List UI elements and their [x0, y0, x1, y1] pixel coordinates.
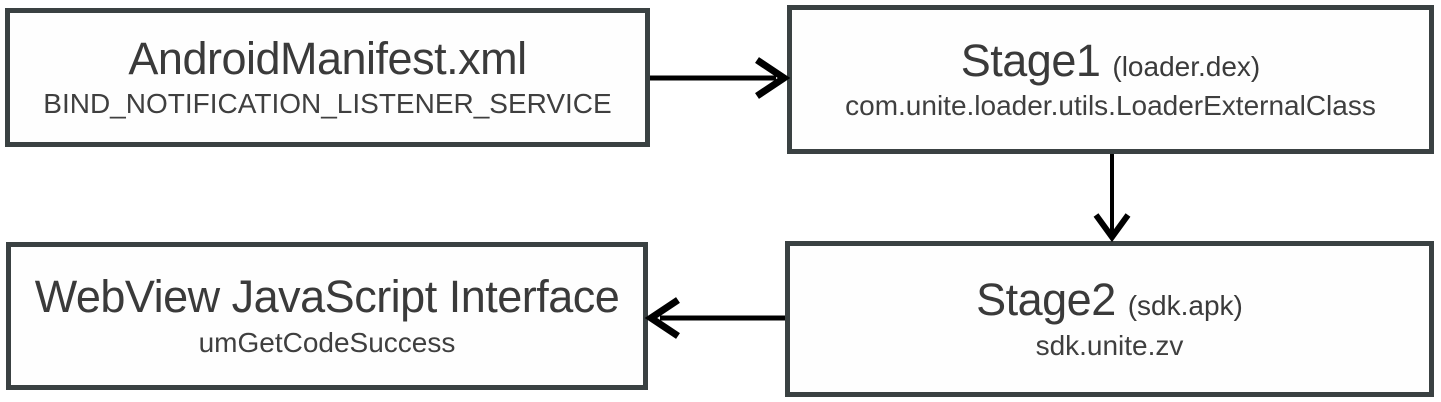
arrow-manifest-to-stage1 [650, 57, 791, 99]
node-webview-title: WebView JavaScript Interface [34, 271, 620, 323]
node-stage1-title-suffix: (loader.dex) [1112, 50, 1261, 82]
node-webview: WebView JavaScript Interface umGetCodeSu… [6, 242, 648, 390]
arrow-stage1-to-stage2 [1093, 154, 1131, 243]
node-stage1: Stage1 (loader.dex) com.unite.loader.uti… [787, 5, 1434, 154]
node-androidmanifest: AndroidManifest.xml BIND_NOTIFICATION_LI… [5, 8, 650, 147]
node-stage2-title-row: Stage2 (sdk.apk) [976, 274, 1243, 326]
node-stage1-title-row: Stage1 (loader.dex) [960, 34, 1261, 86]
node-androidmanifest-subtitle: BIND_NOTIFICATION_LISTENER_SERVICE [43, 88, 612, 120]
node-webview-title-row: WebView JavaScript Interface [34, 271, 620, 323]
node-stage2: Stage2 (sdk.apk) sdk.unite.zv [785, 241, 1434, 397]
node-stage1-subtitle: com.unite.loader.utils.LoaderExternalCla… [845, 90, 1376, 122]
node-stage1-title: Stage1 [960, 34, 1101, 86]
node-stage2-title: Stage2 [976, 274, 1116, 326]
node-stage2-subtitle: sdk.unite.zv [1035, 329, 1184, 361]
node-stage2-title-suffix: (sdk.apk) [1127, 290, 1243, 322]
node-androidmanifest-title: AndroidManifest.xml [128, 32, 527, 84]
arrow-stage2-to-webview [644, 297, 785, 339]
node-webview-subtitle: umGetCodeSuccess [198, 326, 456, 358]
node-androidmanifest-title-row: AndroidManifest.xml [128, 32, 527, 84]
